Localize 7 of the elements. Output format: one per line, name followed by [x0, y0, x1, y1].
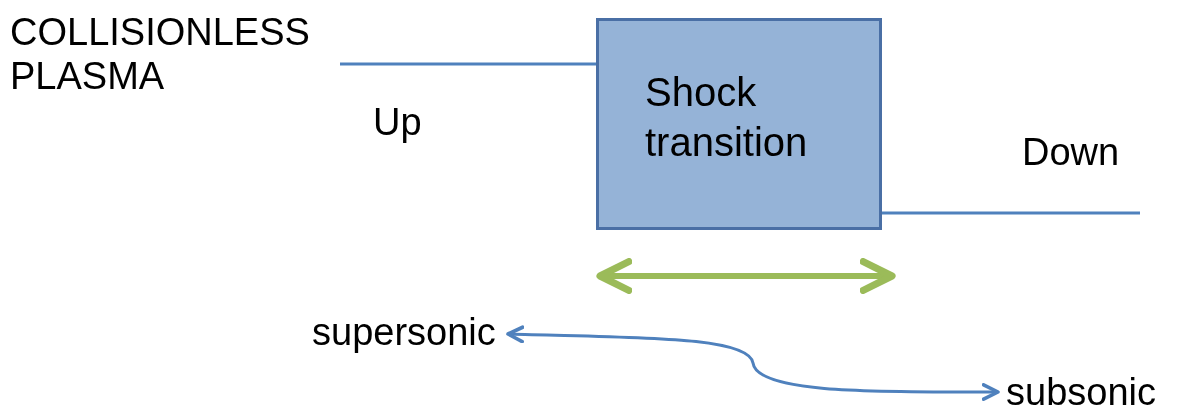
plasma-label: COLLISIONLESS PLASMA — [10, 10, 311, 98]
process-box: Shock transition — [596, 18, 882, 230]
flow-label: supersonic — [312, 310, 496, 354]
region-label: Down — [1022, 130, 1120, 174]
region-label: Up — [373, 100, 422, 144]
flow-label: subsonic — [1006, 370, 1156, 412]
arrow — [506, 325, 1000, 401]
